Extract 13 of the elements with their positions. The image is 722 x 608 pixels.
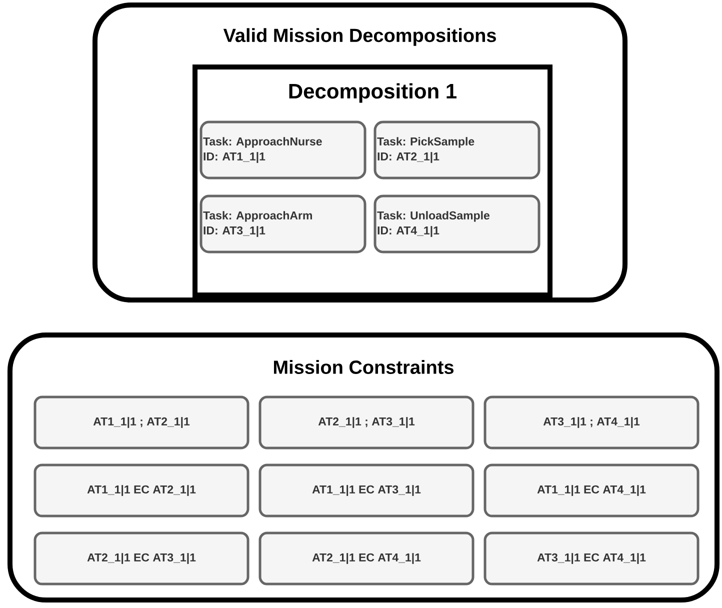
constraint-box: AT3_1|1 ; AT4_1|1 <box>484 396 700 450</box>
task-box: Task: PickSample ID: AT2_1|1 <box>374 120 540 180</box>
task-box: Task: ApproachArm ID: AT3_1|1 <box>200 194 366 254</box>
task-box: Task: UnloadSample ID: AT4_1|1 <box>374 194 540 254</box>
constraint-box: AT3_1|1 EC AT4_1|1 <box>484 532 700 586</box>
constraint-box: AT1_1|1 EC AT3_1|1 <box>258 464 474 518</box>
task-box: Task: ApproachNurse ID: AT1_1|1 <box>200 120 366 180</box>
constraint-box: AT1_1|1 EC AT4_1|1 <box>484 464 700 518</box>
constraint-box: AT2_1|1 EC AT3_1|1 <box>34 532 250 586</box>
constraint-box: AT2_1|1 EC AT4_1|1 <box>258 532 474 586</box>
constraint-box: AT2_1|1 ; AT3_1|1 <box>258 396 474 450</box>
constraint-box: AT1_1|1 ; AT2_1|1 <box>34 396 250 450</box>
constraint-box: AT1_1|1 EC AT2_1|1 <box>34 464 250 518</box>
